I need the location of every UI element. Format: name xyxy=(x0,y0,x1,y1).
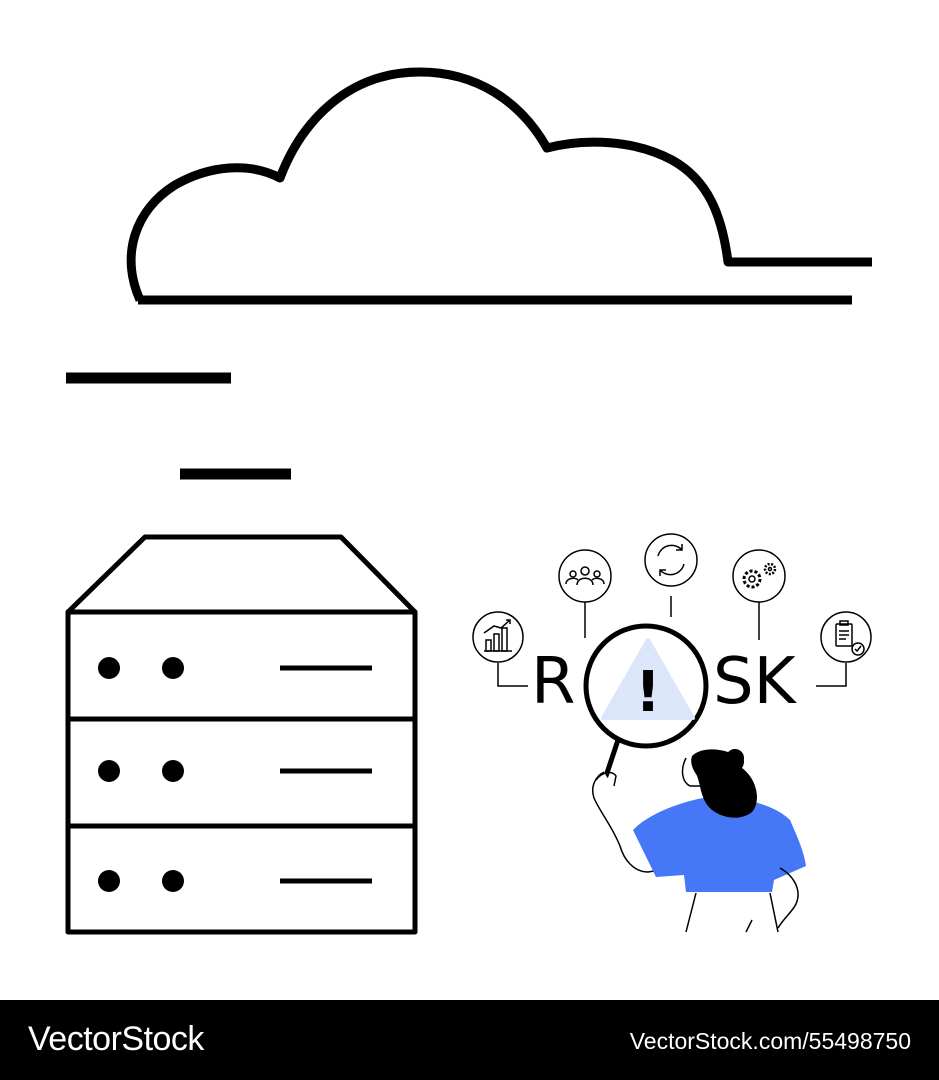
watermark-footer: VectorStock VectorStock.com/55498750 xyxy=(0,1000,939,1080)
gears-icon xyxy=(732,549,786,603)
risk-letters-sk: SK xyxy=(713,645,798,719)
led-dot xyxy=(98,870,120,892)
warning-mark: ! xyxy=(635,660,661,725)
speed-lines xyxy=(66,372,291,480)
refresh-icon xyxy=(644,533,698,587)
led-dot xyxy=(162,657,184,679)
person-figure xyxy=(592,749,806,933)
hair xyxy=(691,749,757,818)
blue-shirt xyxy=(633,796,806,892)
server-unit-1 xyxy=(98,657,372,679)
led-dot xyxy=(162,870,184,892)
led-dot xyxy=(98,657,120,679)
warning-icon: ! xyxy=(601,638,695,725)
icon-connectors xyxy=(497,596,847,687)
led-dot xyxy=(162,760,184,782)
server-unit-3 xyxy=(98,870,372,892)
clipboard-check-icon xyxy=(820,611,872,663)
server-rack xyxy=(65,534,418,935)
led-dot xyxy=(98,760,120,782)
cloud xyxy=(126,67,872,305)
team-icon xyxy=(558,549,612,603)
image-id-text: VectorStock.com/55498750 xyxy=(629,1028,911,1054)
risk-letter-r: R xyxy=(531,645,575,719)
brand-logo-text: VectorStock xyxy=(28,1020,204,1058)
bar-chart-icon xyxy=(472,611,524,663)
illustration: R SK ! xyxy=(65,67,872,935)
server-unit-2 xyxy=(98,760,372,782)
